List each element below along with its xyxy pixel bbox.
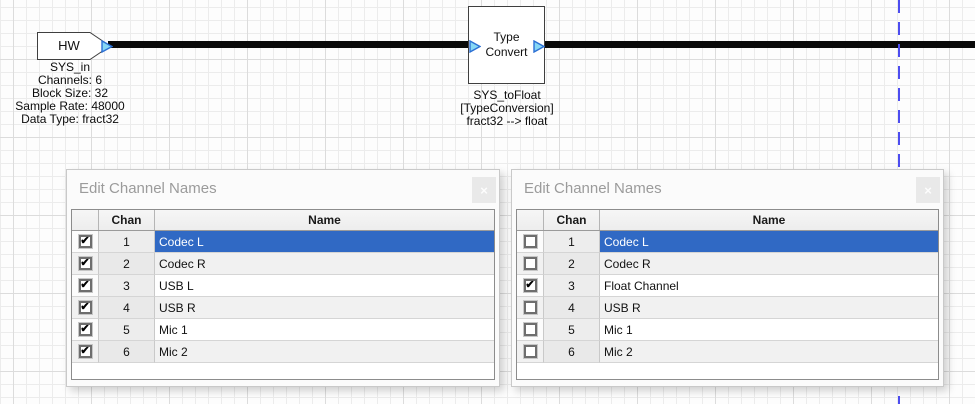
type-convert-label-line2: Convert xyxy=(485,45,527,60)
table-row[interactable]: ✔ 3USB L xyxy=(72,275,494,297)
checkbox-cell[interactable]: ✔ xyxy=(72,319,99,341)
edit-channel-names-dialog-right: Edit Channel Names × Chan Name 1Codec L2… xyxy=(511,169,944,387)
checkbox-cell[interactable]: ✔ xyxy=(72,231,99,253)
channel-name-cell[interactable]: Mic 1 xyxy=(155,319,494,341)
table-row[interactable]: ✔ 4USB R xyxy=(72,297,494,319)
channel-checkbox-checked[interactable]: ✔ xyxy=(79,323,92,336)
dialog-title: Edit Channel Names xyxy=(79,170,217,209)
channel-name-cell[interactable]: Codec R xyxy=(600,253,938,275)
channel-name-cell[interactable]: Mic 2 xyxy=(155,341,494,363)
checkbox-cell[interactable]: ✔ xyxy=(72,253,99,275)
channel-checkbox-checked[interactable]: ✔ xyxy=(79,257,92,270)
hw-output-pin-icon[interactable] xyxy=(101,40,113,53)
checkbox-cell[interactable] xyxy=(517,231,544,253)
dialog-titlebar[interactable]: Edit Channel Names × xyxy=(512,170,943,209)
channel-number: 6 xyxy=(544,341,600,363)
tc-conversion: fract32 --> float xyxy=(417,115,597,128)
dialog-titlebar[interactable]: Edit Channel Names × xyxy=(67,170,499,209)
channel-number: 4 xyxy=(99,297,155,319)
signal-wire-typeconvert-out[interactable] xyxy=(540,41,975,48)
channel-name-cell[interactable]: Codec L xyxy=(155,231,494,253)
table-row[interactable]: ✔ 3Float Channel xyxy=(517,275,938,297)
channel-table-header: Chan Name xyxy=(517,210,938,231)
table-row[interactable]: ✔ 1Codec L xyxy=(72,231,494,253)
checkbox-cell[interactable]: ✔ xyxy=(72,275,99,297)
channel-name-cell[interactable]: USB L xyxy=(155,275,494,297)
channel-table: Chan Name 1Codec L2Codec R ✔ 3Float Channe… xyxy=(516,209,939,380)
checkbox-cell[interactable]: ✔ xyxy=(517,275,544,297)
checkbox-cell[interactable] xyxy=(517,297,544,319)
channel-checkbox-unchecked[interactable] xyxy=(524,345,537,358)
type-convert-label-line1: Type xyxy=(493,30,519,45)
checkbox-cell[interactable] xyxy=(517,319,544,341)
channel-checkbox-unchecked[interactable] xyxy=(524,257,537,270)
channel-checkbox-unchecked[interactable] xyxy=(524,323,537,336)
channel-checkbox-checked[interactable]: ✔ xyxy=(79,345,92,358)
channel-number: 1 xyxy=(99,231,155,253)
header-chan-column: Chan xyxy=(544,210,600,230)
checkbox-cell[interactable]: ✔ xyxy=(72,297,99,319)
header-chan-column: Chan xyxy=(99,210,155,230)
channel-name-cell[interactable]: Codec R xyxy=(155,253,494,275)
table-row[interactable]: 4USB R xyxy=(517,297,938,319)
table-row[interactable]: 6Mic 2 xyxy=(517,341,938,363)
hw-input-block[interactable]: HW xyxy=(37,32,111,60)
table-row[interactable]: 2Codec R xyxy=(517,253,938,275)
channel-checkbox-checked[interactable]: ✔ xyxy=(79,279,92,292)
channel-table-header: Chan Name xyxy=(72,210,494,231)
channel-number: 2 xyxy=(99,253,155,275)
header-checkbox-column xyxy=(517,210,544,230)
checkbox-cell[interactable] xyxy=(517,253,544,275)
header-name-column: Name xyxy=(155,210,494,230)
checkbox-cell[interactable]: ✔ xyxy=(72,341,99,363)
table-row[interactable]: ✔ 5Mic 1 xyxy=(72,319,494,341)
table-row[interactable]: 5Mic 1 xyxy=(517,319,938,341)
channel-name-cell[interactable]: USB R xyxy=(600,297,938,319)
hw-block-label: HW xyxy=(37,32,101,60)
type-convert-output-pin-icon[interactable] xyxy=(533,40,545,53)
channel-number: 5 xyxy=(544,319,600,341)
table-row[interactable]: 1Codec L xyxy=(517,231,938,253)
header-name-column: Name xyxy=(600,210,938,230)
type-convert-caption: SYS_toFloat [TypeConversion] fract32 -->… xyxy=(417,89,597,128)
hw-data-type: Data Type: fract32 xyxy=(0,113,140,126)
channel-name-cell[interactable]: USB R xyxy=(155,297,494,319)
channel-name-cell[interactable]: Float Channel xyxy=(600,275,938,297)
table-row[interactable]: ✔ 6Mic 2 xyxy=(72,341,494,363)
channel-number: 3 xyxy=(544,275,600,297)
close-icon[interactable]: × xyxy=(916,177,940,203)
channel-name-cell[interactable]: Codec L xyxy=(600,231,938,253)
channel-number: 5 xyxy=(99,319,155,341)
channel-number: 6 xyxy=(99,341,155,363)
channel-name-cell[interactable]: Mic 1 xyxy=(600,319,938,341)
table-row[interactable]: ✔ 2Codec R xyxy=(72,253,494,275)
header-checkbox-column xyxy=(72,210,99,230)
dialog-title: Edit Channel Names xyxy=(524,170,662,209)
channel-number: 1 xyxy=(544,231,600,253)
signal-wire-hw-to-typeconvert[interactable] xyxy=(108,41,470,48)
channel-checkbox-checked[interactable]: ✔ xyxy=(79,301,92,314)
channel-checkbox-checked[interactable]: ✔ xyxy=(524,279,537,292)
checkbox-cell[interactable] xyxy=(517,341,544,363)
channel-number: 4 xyxy=(544,297,600,319)
type-convert-input-pin-icon[interactable] xyxy=(469,40,481,53)
edit-channel-names-dialog-left: Edit Channel Names × Chan Name ✔ 1Codec L… xyxy=(66,169,500,387)
channel-checkbox-unchecked[interactable] xyxy=(524,301,537,314)
channel-number: 3 xyxy=(99,275,155,297)
hw-block-caption: SYS_in Channels: 6 Block Size: 32 Sample… xyxy=(0,61,140,126)
channel-checkbox-unchecked[interactable] xyxy=(524,235,537,248)
close-icon[interactable]: × xyxy=(472,177,496,203)
channel-table: Chan Name ✔ 1Codec L ✔ 2Codec R ✔ 3USB L ✔ 4USB… xyxy=(71,209,495,380)
channel-number: 2 xyxy=(544,253,600,275)
channel-checkbox-checked[interactable]: ✔ xyxy=(79,235,92,248)
channel-name-cell[interactable]: Mic 2 xyxy=(600,341,938,363)
